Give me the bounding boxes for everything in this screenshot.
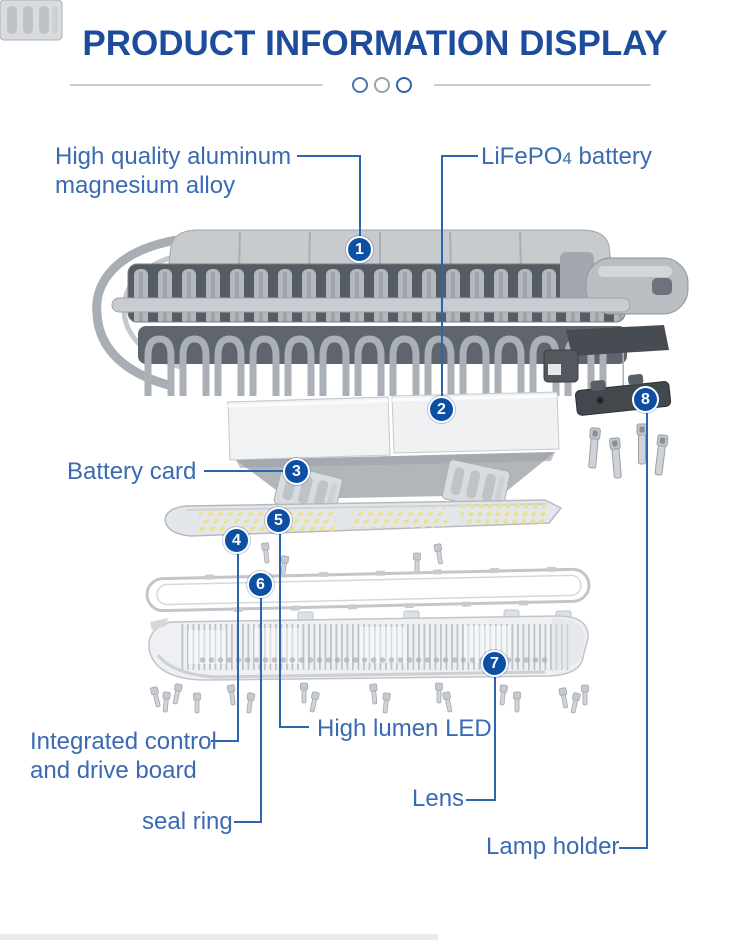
title-divider-left xyxy=(70,84,323,86)
callout-line-1-h xyxy=(297,155,361,157)
callout-badge-4: 4 xyxy=(223,527,250,554)
callout-badge-6: 6 xyxy=(247,571,274,598)
callout-badge-7: 7 xyxy=(481,650,508,677)
callout-line-6-v xyxy=(260,596,262,823)
divider-dot-1 xyxy=(352,77,368,93)
callout-badge-3: 3 xyxy=(283,458,310,485)
label-integrated-control-board: Integrated control and drive board xyxy=(30,728,217,784)
bottom-screws xyxy=(149,682,589,714)
callout-line-7-v xyxy=(494,675,496,801)
callout-line-6-h xyxy=(234,821,262,823)
led-pcb-strip xyxy=(164,499,563,537)
title-divider-right xyxy=(434,84,651,86)
label-aluminum-alloy: High quality aluminum magnesium alloy xyxy=(55,143,292,199)
callout-line-4-h xyxy=(211,740,239,742)
battery-box-left xyxy=(227,396,391,461)
housing-left-curve-outer xyxy=(92,235,177,391)
led-dots-group-3 xyxy=(461,504,546,525)
seal-ring-part xyxy=(145,566,591,613)
battery-card-shape xyxy=(0,0,63,41)
lens-cover xyxy=(148,609,589,681)
connector-label xyxy=(548,364,561,375)
arm-highlight xyxy=(598,266,672,277)
callout-badge-5: 5 xyxy=(265,507,292,534)
callout-line-8-h xyxy=(619,847,648,849)
bottom-edge-bar xyxy=(0,934,438,940)
callout-line-2-h xyxy=(443,155,478,157)
callout-line-8-v xyxy=(646,412,648,849)
label-seal-ring: seal ring xyxy=(142,808,233,835)
mid-screws xyxy=(261,542,445,577)
callout-badge-1: 1 xyxy=(346,236,373,263)
label-lens: Lens xyxy=(412,785,465,812)
page-title: PRODUCT INFORMATION DISPLAY xyxy=(82,24,668,63)
label-high-lumen-led: High lumen LED xyxy=(317,715,492,742)
driver-slab xyxy=(566,325,669,356)
callout-line-3-h xyxy=(204,470,284,472)
callout-badge-8: 8 xyxy=(632,386,659,413)
lens-cup-row xyxy=(200,656,550,664)
housing-mid-rail xyxy=(111,297,631,313)
label-lamp-holder: Lamp holder xyxy=(486,833,620,860)
arm-joint xyxy=(560,252,594,312)
callout-line-2-v xyxy=(441,155,443,398)
battery-box-right xyxy=(391,391,560,454)
callout-badge-2: 2 xyxy=(428,396,455,423)
battery-pack xyxy=(227,391,560,499)
callout-line-5-v xyxy=(279,532,281,728)
callout-line-1-v xyxy=(359,155,361,237)
led-dots-group-2 xyxy=(352,507,448,528)
divider-dot-2 xyxy=(374,77,390,93)
callout-line-5-h xyxy=(280,726,309,728)
bracket-screws xyxy=(586,423,669,479)
heat-sink-fins xyxy=(127,263,626,323)
housing-heat-sink xyxy=(92,229,689,396)
callout-line-4-v xyxy=(237,552,239,742)
label-battery-card: Battery card xyxy=(67,458,197,485)
callout-line-7-h xyxy=(466,799,496,801)
divider-dot-3 xyxy=(396,77,412,93)
arm-socket-hole xyxy=(652,278,672,295)
label-lifepo4-battery: LiFePO4 battery xyxy=(481,143,652,170)
